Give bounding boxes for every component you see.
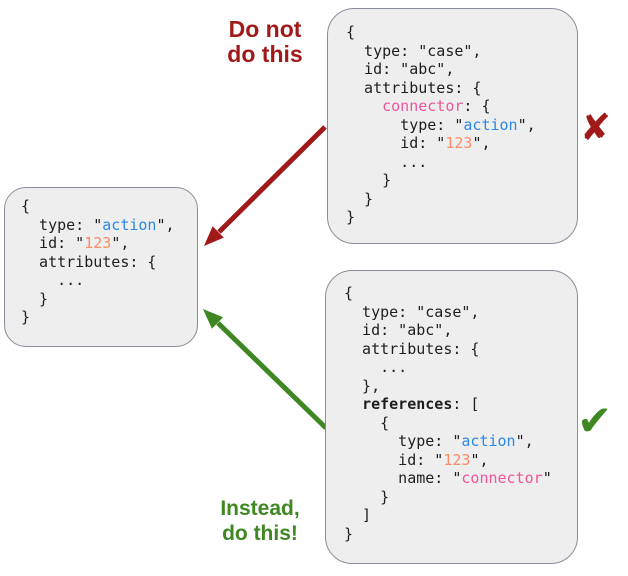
- code-line: }: [346, 208, 356, 226]
- code-line: {: [344, 284, 354, 302]
- do-not-arrow: [204, 125, 327, 246]
- code-line: id: "123",: [344, 450, 489, 469]
- cross-icon: ✘: [580, 106, 612, 149]
- code-line: }: [346, 189, 374, 208]
- bad-example-code: { type: "case", id: "abc", attributes: {…: [328, 9, 577, 227]
- good-example-box: { type: "case", id: "abc", attributes: {…: [325, 270, 578, 564]
- action-object-code: { type: "action", id: "123", attributes:…: [5, 188, 197, 327]
- code-line: id: "abc",: [344, 321, 453, 339]
- code-line: type: "case",: [344, 302, 480, 321]
- do-not-arrow-line: [217, 125, 327, 234]
- instead-arrow-head: [203, 309, 224, 329]
- do-not-label-line2: do this: [227, 41, 303, 67]
- code-line: }: [21, 289, 49, 308]
- code-line: id: "abc",: [346, 60, 455, 78]
- code-line: type: "action",: [21, 215, 175, 234]
- code-line: }: [344, 524, 354, 543]
- instead-label-line2: do this!: [222, 522, 298, 545]
- code-line: name: "connector": [344, 469, 552, 487]
- code-line: type: "action",: [344, 432, 534, 450]
- code-line: {: [344, 413, 390, 432]
- code-line: }: [344, 487, 390, 506]
- code-line: }: [346, 171, 392, 189]
- code-line: ...: [346, 152, 428, 171]
- do-not-label-line1: Do not: [228, 16, 302, 42]
- code-line: id: "123",: [21, 234, 130, 252]
- code-line: {: [346, 23, 356, 41]
- good-example-code: { type: "case", id: "abc", attributes: {…: [326, 271, 577, 543]
- action-object-box: { type: "action", id: "123", attributes:…: [4, 187, 198, 347]
- check-icon: ✔: [577, 396, 613, 445]
- do-not-arrow-head: [204, 226, 224, 246]
- code-line: references: [: [362, 395, 480, 413]
- code-line: ]: [344, 506, 372, 524]
- code-line: },: [344, 376, 381, 395]
- code-line: ...: [21, 271, 85, 289]
- code-line: type: "action",: [346, 115, 536, 134]
- code-line: type: "case",: [346, 41, 482, 60]
- do-not-label: Do not do this: [200, 17, 330, 67]
- code-line: connector: {: [382, 97, 491, 115]
- instead-arrow: [203, 309, 328, 430]
- instead-label-line1: Instead,: [220, 497, 300, 520]
- code-line: attributes: {: [21, 252, 157, 271]
- code-line: attributes: {: [346, 78, 482, 97]
- code-line: attributes: {: [344, 339, 480, 358]
- code-line: ...: [344, 358, 408, 376]
- code-line: }: [21, 308, 31, 326]
- code-line: id: "123",: [346, 134, 491, 152]
- bad-example-box: { type: "case", id: "abc", attributes: {…: [327, 8, 578, 244]
- instead-label: Instead, do this!: [193, 496, 327, 546]
- code-line: {: [21, 197, 31, 215]
- instead-arrow-line: [216, 321, 328, 430]
